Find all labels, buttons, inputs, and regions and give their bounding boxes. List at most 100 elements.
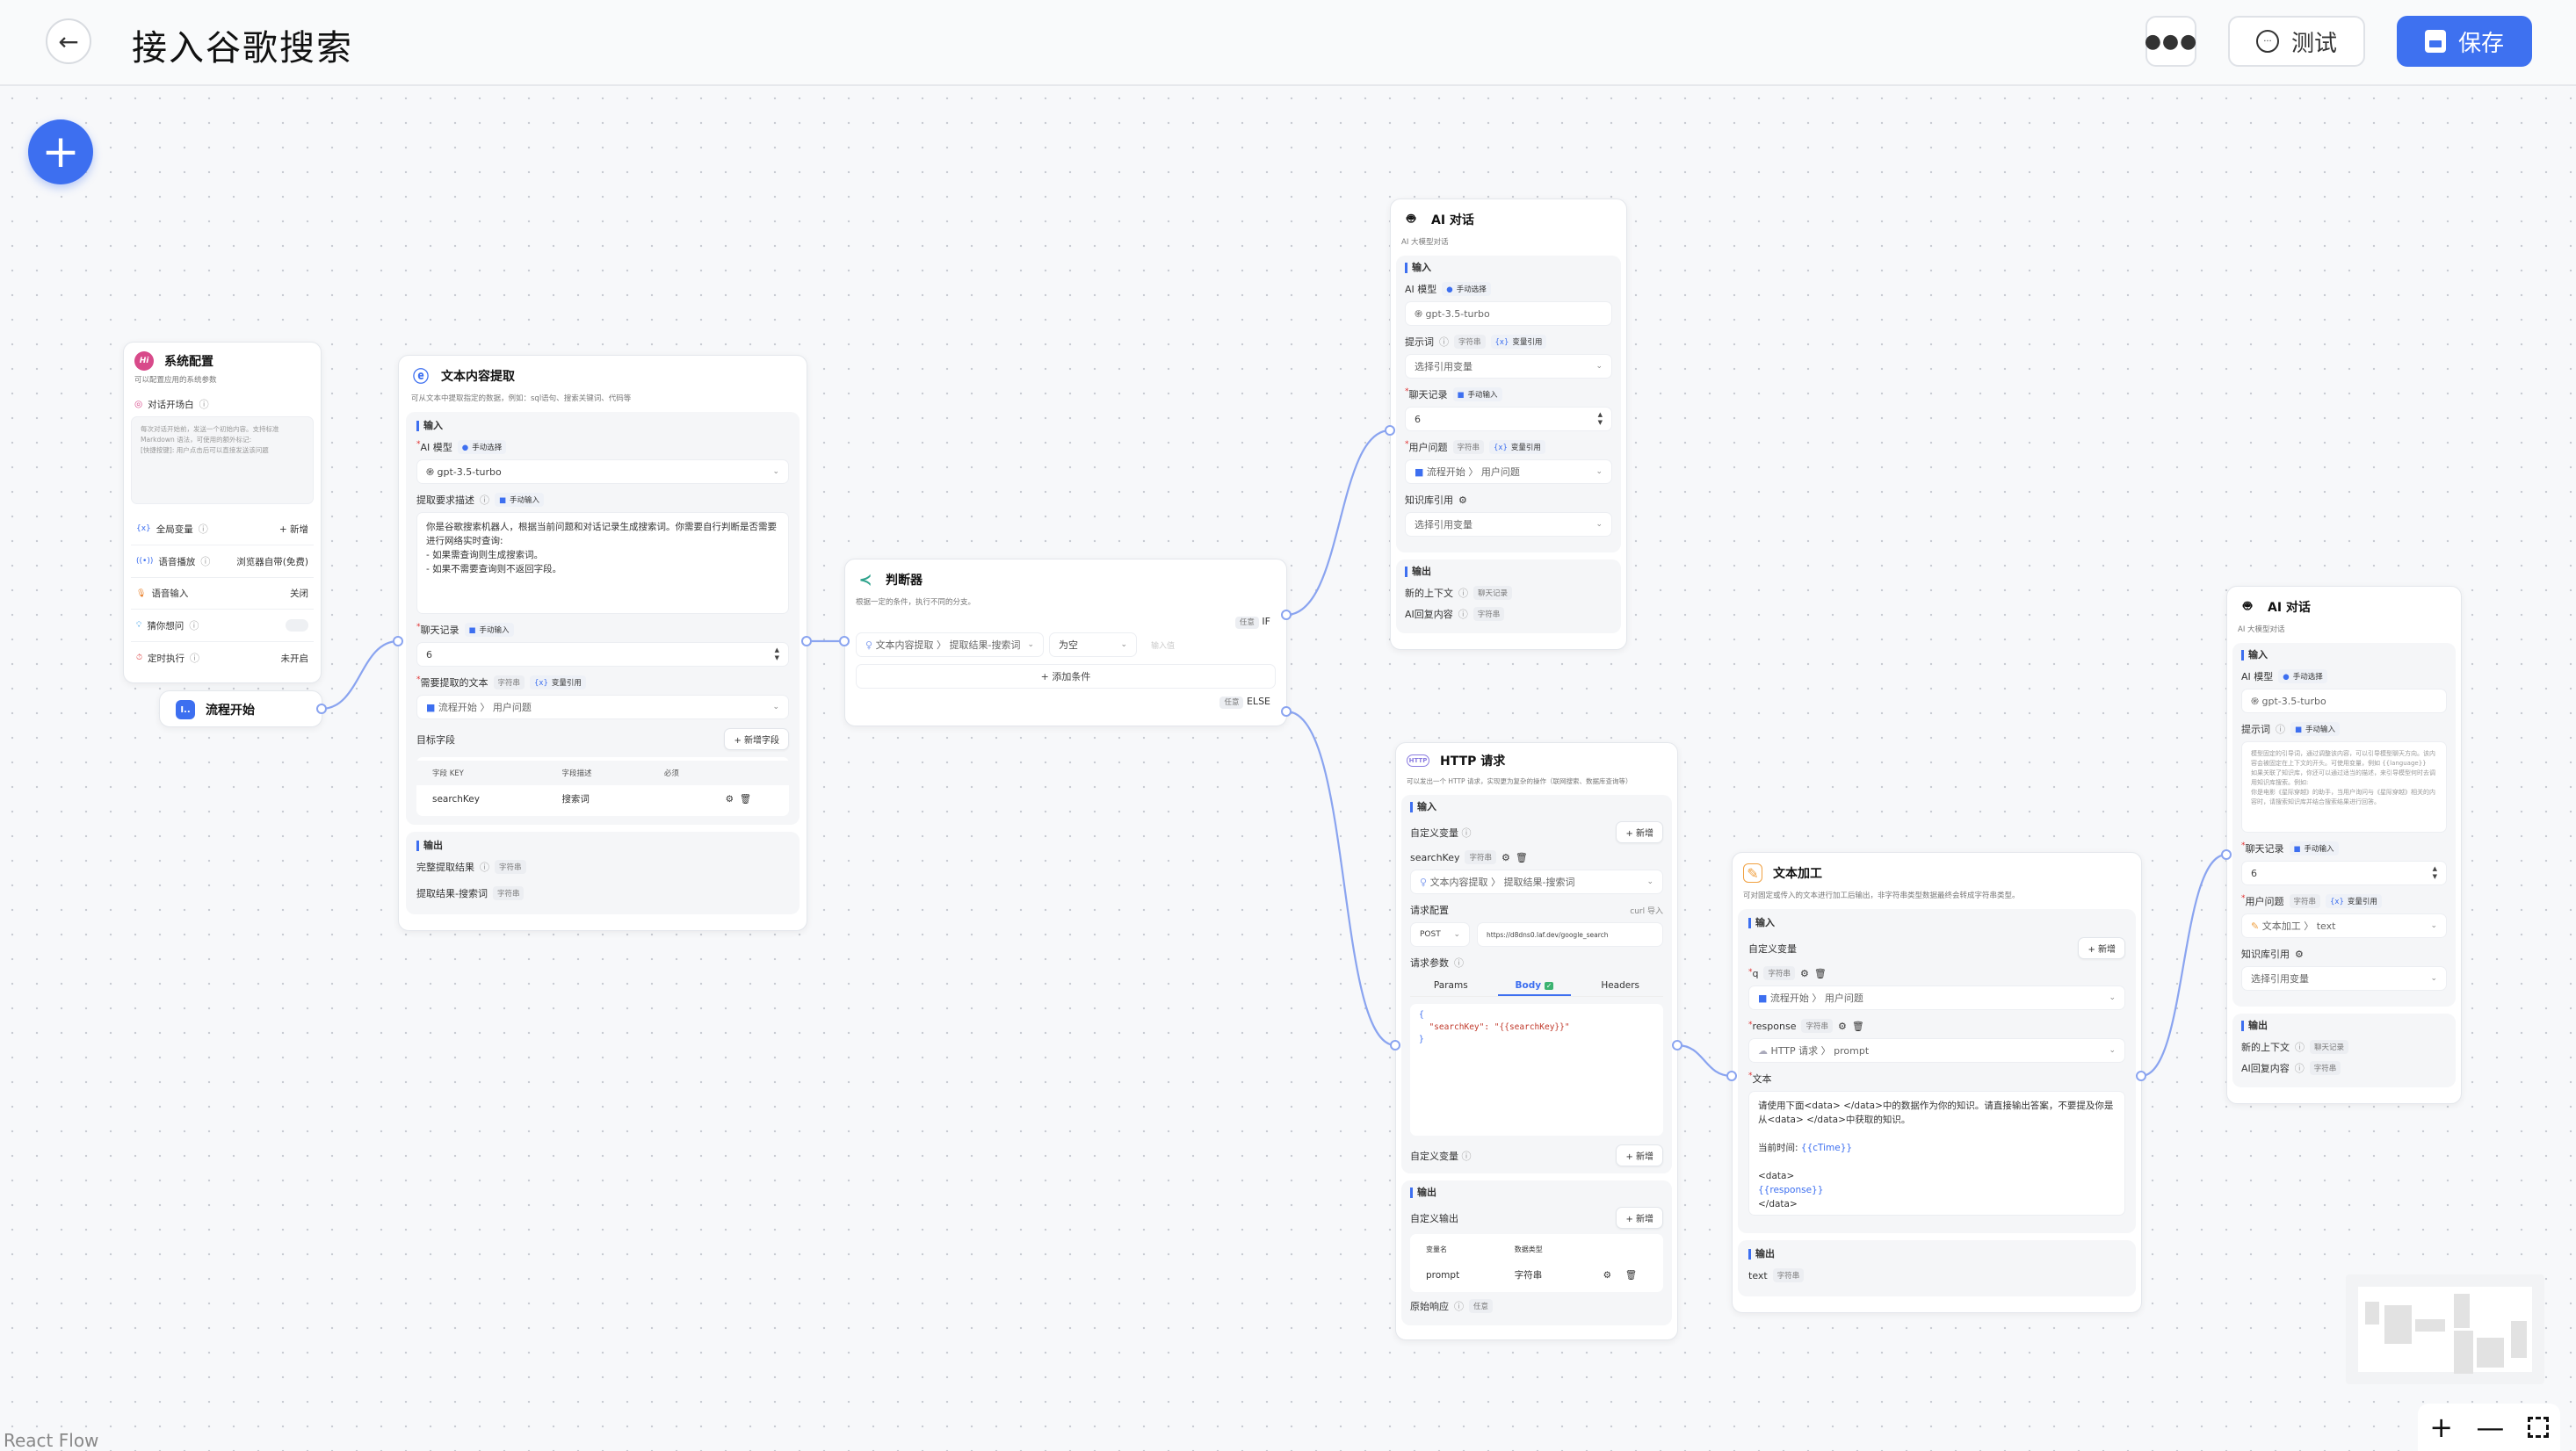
variable-reference-select[interactable]: ♀ 文本内容提取 〉 提取结果-搜索词⌄ [1410, 870, 1663, 894]
save-icon [2424, 30, 2446, 53]
fit-view-icon[interactable] [2527, 1417, 2549, 1438]
history-number-input[interactable]: 6▲▼ [416, 642, 789, 667]
node-ai-chat-1[interactable]: 🤖︎AI 对话 AI 大模型对话 输入 AI 模型●手动选择 ֍ gpt-3.5… [1390, 199, 1627, 650]
plus-icon: + [41, 126, 80, 178]
flow-canvas[interactable] [0, 86, 2576, 1451]
http-input-handle[interactable] [1390, 1040, 1400, 1050]
add-field-button[interactable]: + 新增字段 [724, 728, 789, 750]
opening-textarea[interactable]: 每次对话开始前，发送一个初始内容。支持标准 Markdown 语法，可使用的额外… [131, 416, 314, 504]
http-output-handle[interactable] [1672, 1040, 1682, 1050]
method-select[interactable]: POST⌄ [1410, 922, 1470, 947]
add-output-button[interactable]: + 新增 [1616, 1207, 1663, 1229]
variable-response-select[interactable]: ☁ HTTP 请求 〉 prompt⌄ [1748, 1038, 2125, 1063]
ai-chat-1-input-handle[interactable] [1385, 425, 1395, 436]
test-button[interactable]: ···测试 [2228, 16, 2365, 67]
tab-headers[interactable]: Headers [1601, 980, 1640, 991]
history-number-input[interactable]: 6▲▼ [1405, 407, 1612, 431]
text-edit-output-handle[interactable] [2136, 1071, 2146, 1081]
tab-body[interactable]: Body ✓ [1497, 977, 1572, 996]
ai-chat-2-input-handle[interactable] [2221, 849, 2232, 860]
extract-description-textarea[interactable]: 你是谷歌搜索机器人，根据当前问题和对话记录生成搜索词。你需要自行判断是否需要进行… [416, 512, 789, 614]
condition-variable-select[interactable]: ♀ 文本内容提取 〉 提取结果-搜索词⌄ [856, 632, 1044, 657]
prompt-select[interactable]: 选择引用变量⌄ [1405, 354, 1612, 379]
minimap[interactable] [2346, 1274, 2544, 1384]
zoom-out-button[interactable]: — [2476, 1411, 2505, 1444]
judge-if-handle[interactable] [1281, 610, 1292, 620]
edit-document-icon: ✎ [1743, 863, 1762, 883]
variable-q-select[interactable]: ■ 流程开始 〉 用户问题⌄ [1748, 985, 2125, 1010]
settings-icon[interactable]: ⚙ [725, 794, 734, 805]
text-edit-input-handle[interactable] [1726, 1071, 1737, 1081]
question-select[interactable]: ■ 流程开始 〉 用户问题⌄ [1405, 459, 1612, 484]
settings-icon[interactable]: ⚙ [1603, 1269, 1612, 1281]
trash-icon[interactable]: 🗑 [1515, 851, 1528, 863]
add-variable-button[interactable]: + 新增 [1616, 821, 1663, 843]
judge-input-handle[interactable] [839, 636, 850, 646]
settings-icon[interactable]: ⚙ [1458, 494, 1467, 506]
condition-operator-select[interactable]: 为空⌄ [1049, 632, 1137, 657]
flow-start-output-handle[interactable] [316, 704, 327, 714]
stepper-icon[interactable]: ▲▼ [774, 646, 779, 661]
trash-icon[interactable]: 🗑 [739, 794, 752, 805]
node-judge[interactable]: ≺判断器 根据一定的条件，执行不同的分支。 任意 IF ♀ 文本内容提取 〉 提… [844, 559, 1287, 726]
react-flow-attribution[interactable]: React Flow [4, 1430, 99, 1451]
settings-icon[interactable]: ⚙ [1501, 851, 1510, 863]
add-node-button[interactable]: + [28, 119, 93, 184]
microphone-icon: 🎙︎ [136, 588, 147, 598]
tab-params[interactable]: Params [1433, 980, 1468, 991]
more-button[interactable]: ●●● [2145, 16, 2196, 67]
top-bar: ← 接入谷歌搜索 ●●● ···测试 保存 [0, 0, 2576, 86]
broadcast-icon: ((•)) [136, 557, 154, 566]
zoom-in-button[interactable]: + [2429, 1411, 2453, 1444]
knowledge-base-select[interactable]: 选择引用变量⌄ [2241, 966, 2447, 991]
settings-icon[interactable]: ⚙ [2295, 948, 2304, 960]
question-select[interactable]: ✎ 文本加工 〉 text⌄ [2241, 913, 2447, 938]
node-text-edit[interactable]: ✎文本加工 可对固定或传入的文本进行加工后输出，非字符串类型数据最终会转成字符串… [1732, 852, 2142, 1313]
node-flow-start[interactable]: I..流程开始 [159, 690, 322, 727]
save-button[interactable]: 保存 [2397, 16, 2532, 67]
text-reference-select[interactable]: ■ 流程开始 〉 用户问题⌄ [416, 695, 789, 719]
settings-icon[interactable]: ⚙ [1800, 967, 1809, 979]
add-variable-button[interactable]: + 新增 [2078, 937, 2125, 959]
ai-model-select[interactable]: ֍ gpt-3.5-turbo [2241, 689, 2447, 713]
trash-icon[interactable]: 🗑 [1624, 1270, 1638, 1281]
node-ai-chat-2[interactable]: 🤖︎AI 对话 AI 大模型对话 输入 AI 模型●手动选择 ֍ gpt-3.5… [2226, 586, 2462, 1104]
knowledge-base-select[interactable]: 选择引用变量⌄ [1405, 512, 1612, 537]
chat-bubble-icon: ··· [2255, 30, 2279, 53]
settings-icon[interactable]: ⚙ [1837, 1020, 1847, 1032]
ai-model-select[interactable]: ֍ gpt-3.5-turbo [1405, 301, 1612, 326]
ai-model-select[interactable]: ֍ gpt-3.5-turbo⌄ [416, 459, 789, 484]
back-button[interactable]: ← [46, 18, 91, 64]
robot-icon: 🤖︎ [1407, 210, 1415, 227]
arrow-left-icon: ← [58, 26, 79, 56]
config-row[interactable]: 🎙︎语音输入关闭 [131, 578, 314, 610]
trash-icon[interactable]: 🗑 [1851, 1020, 1864, 1032]
toggle-switch[interactable] [286, 619, 308, 632]
judge-else-handle[interactable] [1281, 706, 1292, 717]
prompt-textarea[interactable]: 模型固定的引导词，通过调整该内容，可以引导模型聊天方向。该内容会被固定在上下文的… [2241, 741, 2447, 833]
body-editor[interactable]: { "searchKey": "{{searchKey}}"} [1410, 1004, 1663, 1136]
url-input[interactable]: https://d8dns0.laf.dev/google_search [1477, 922, 1663, 947]
extract-input-handle[interactable] [393, 636, 403, 646]
curl-import-link[interactable]: curl 导入 [1630, 906, 1663, 916]
condition-value-input[interactable]: 输入值 [1151, 641, 1176, 651]
extract-icon: ⓔ [413, 368, 429, 386]
history-number-input[interactable]: 6▲▼ [2241, 861, 2447, 885]
extract-output-handle[interactable] [801, 636, 812, 646]
text-template-textarea[interactable]: 请使用下面<data> </data>中的数据作为你的知识。请直接输出答案，不要… [1748, 1091, 2125, 1216]
add-variable-button[interactable]: + 新增 [1616, 1144, 1663, 1166]
help-icon: ⓘ [199, 399, 209, 410]
trash-icon[interactable]: 🗑 [1813, 967, 1827, 979]
page-title: 接入谷歌搜索 [132, 28, 353, 69]
add-condition-button[interactable]: + 添加条件 [856, 664, 1276, 689]
chevron-down-icon: ⌄ [772, 467, 779, 476]
